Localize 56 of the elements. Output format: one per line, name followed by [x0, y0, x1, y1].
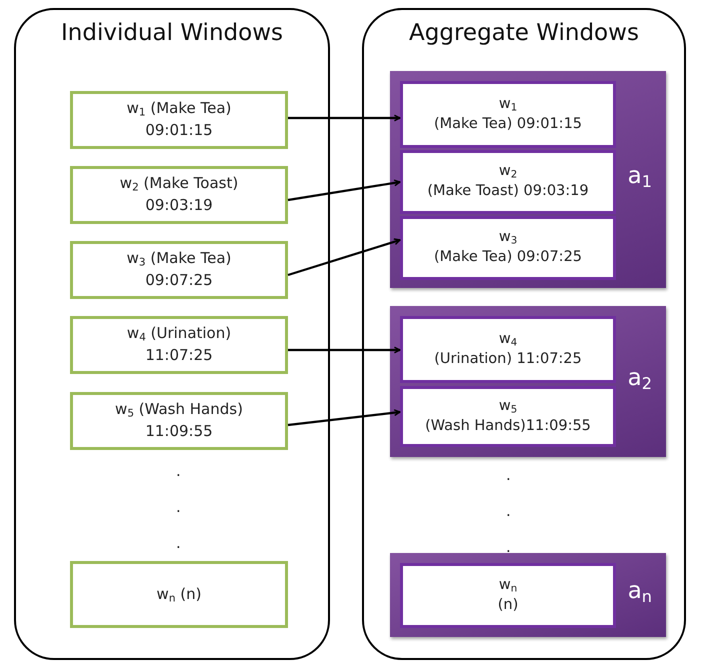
- arrow: [288, 346, 401, 354]
- window-box: [70, 316, 288, 374]
- window-label: w$_{5}$ (Wash Hands): [115, 399, 243, 421]
- window-label: (Make Toast) 09:03:19: [427, 182, 589, 201]
- window-label: 09:01:15: [145, 120, 213, 141]
- window-box: [70, 561, 288, 628]
- group-panel: [362, 8, 686, 660]
- aggregate-box: [390, 71, 666, 288]
- window-label: (n): [498, 596, 518, 614]
- panel-title: Individual Windows: [60, 20, 284, 46]
- window-label: 09:07:25: [145, 270, 213, 291]
- window-box: [70, 241, 288, 299]
- window-label: w$_{n}$: [498, 576, 518, 596]
- window-box: [400, 386, 616, 447]
- window-box: [70, 392, 288, 450]
- window-label: (Wash Hands)11:09:55: [425, 416, 591, 436]
- window-label: w$_{3}$: [498, 228, 518, 248]
- arrow: [288, 409, 401, 426]
- window-label: w$_{5}$: [498, 396, 518, 416]
- aggregate-box: [390, 306, 666, 457]
- window-box: [400, 81, 616, 148]
- arrow: [288, 114, 401, 122]
- window-label: 11:09:55: [145, 421, 213, 442]
- aggregate-box: [390, 553, 666, 637]
- window-label: 11:07:25: [145, 345, 213, 366]
- window-label: 09:03:19: [145, 195, 213, 216]
- window-label: w$_{4}$: [498, 330, 518, 350]
- window-label: w$_{n}$ (n): [156, 584, 202, 606]
- window-label: w$_{1}$ (Make Tea): [126, 98, 232, 120]
- window-box: [70, 166, 288, 224]
- window-label: w$_{2}$: [498, 162, 518, 182]
- ellipsis-dot: .: [176, 462, 181, 480]
- ellipsis-dot: .: [506, 538, 511, 556]
- window-label: (Make Tea) 09:07:25: [434, 248, 582, 267]
- aggregate-label: a$_{1}$: [628, 162, 652, 188]
- window-label: (Make Tea) 09:01:15: [434, 114, 582, 134]
- ellipsis-dot: .: [506, 502, 511, 520]
- panel-title: Aggregate Windows: [408, 20, 640, 46]
- ellipsis-dot: .: [506, 466, 511, 484]
- window-box: [70, 91, 288, 149]
- window-label: (Urination) 11:07:25: [434, 350, 582, 368]
- aggregate-label: a$_{n}$: [628, 578, 652, 604]
- window-label: w$_{1}$: [498, 94, 518, 114]
- group-panel: [14, 8, 330, 660]
- ellipsis-dot: .: [176, 498, 181, 516]
- window-box: [400, 563, 616, 628]
- window-label: w$_{4}$ (Urination): [126, 323, 232, 345]
- arrow: [288, 238, 401, 276]
- window-box: [400, 150, 616, 214]
- arrow: [288, 179, 401, 202]
- window-box: [400, 316, 616, 383]
- window-label: w$_{3}$ (Make Tea): [126, 248, 232, 270]
- window-label: w$_{2}$ (Make Toast): [120, 173, 238, 195]
- ellipsis-dot: .: [176, 534, 181, 552]
- window-box: [400, 216, 616, 280]
- aggregate-label: a$_{2}$: [628, 364, 652, 390]
